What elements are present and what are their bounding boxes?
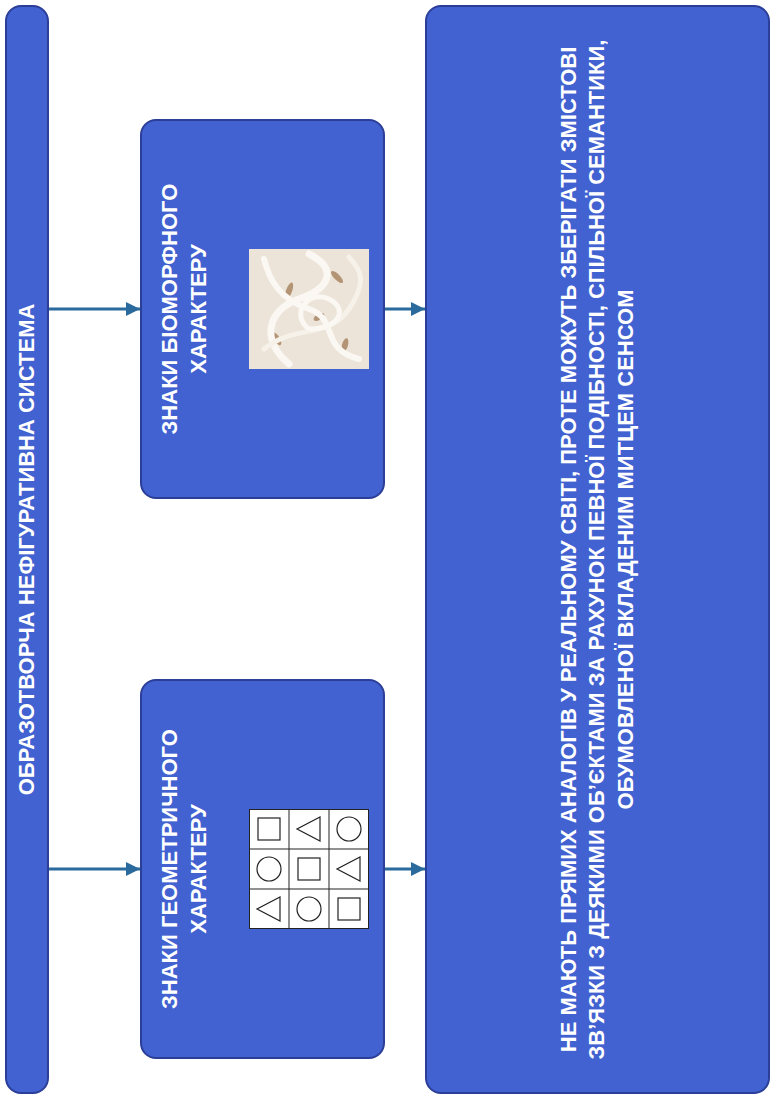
title-text: ОБРАЗОТВОРЧА НЕФІГУРАТИВНА СИСТЕМА bbox=[14, 304, 40, 796]
texture-strand bbox=[301, 297, 340, 329]
category-label: ЗНАКИ ГЕОМЕТРИЧНОГО ХАРАКТЕРУ bbox=[156, 697, 213, 1041]
triangle-symbol bbox=[337, 857, 360, 881]
texture-hole bbox=[329, 269, 345, 285]
flow-arrow bbox=[385, 868, 425, 871]
flow-arrow bbox=[385, 308, 425, 311]
geometric-grid-picture bbox=[249, 809, 369, 929]
flow-arrow bbox=[49, 868, 140, 871]
square-symbol bbox=[338, 898, 360, 920]
category-box: ЗНАКИ БІОМОРФНОГО ХАРАКТЕРУ bbox=[140, 119, 385, 499]
grid-line bbox=[249, 849, 369, 850]
circle-symbol bbox=[297, 897, 321, 921]
circle-symbol bbox=[257, 857, 281, 881]
grid-line bbox=[329, 809, 330, 929]
description-box: НЕ МАЮТЬ ПРЯМИХ АНАЛОГІВ У РЕАЛЬНОМУ СВІ… bbox=[425, 5, 770, 1094]
triangle-symbol bbox=[257, 897, 280, 921]
grid-frame bbox=[250, 810, 369, 929]
circle-symbol bbox=[337, 817, 361, 841]
grid-line bbox=[289, 809, 290, 929]
square-symbol bbox=[258, 818, 280, 840]
square-symbol bbox=[298, 858, 320, 880]
texture-strand bbox=[264, 259, 359, 359]
flow-arrow bbox=[49, 308, 140, 311]
triangle-symbol bbox=[297, 817, 320, 841]
title-band: ОБРАЗОТВОРЧА НЕФІГУРАТИВНА СИСТЕМА bbox=[5, 5, 49, 1094]
description-text: НЕ МАЮТЬ ПРЯМИХ АНАЛОГІВ У РЕАЛЬНОМУ СВІ… bbox=[555, 31, 641, 1068]
category-box: ЗНАКИ ГЕОМЕТРИЧНОГО ХАРАКТЕРУ bbox=[140, 679, 385, 1059]
texture-ground bbox=[249, 249, 369, 369]
grid-line bbox=[249, 889, 369, 890]
texture-strand bbox=[264, 257, 361, 349]
biomorphic-texture-picture bbox=[249, 249, 369, 369]
category-label: ЗНАКИ БІОМОРФНОГО ХАРАКТЕРУ bbox=[156, 137, 213, 481]
